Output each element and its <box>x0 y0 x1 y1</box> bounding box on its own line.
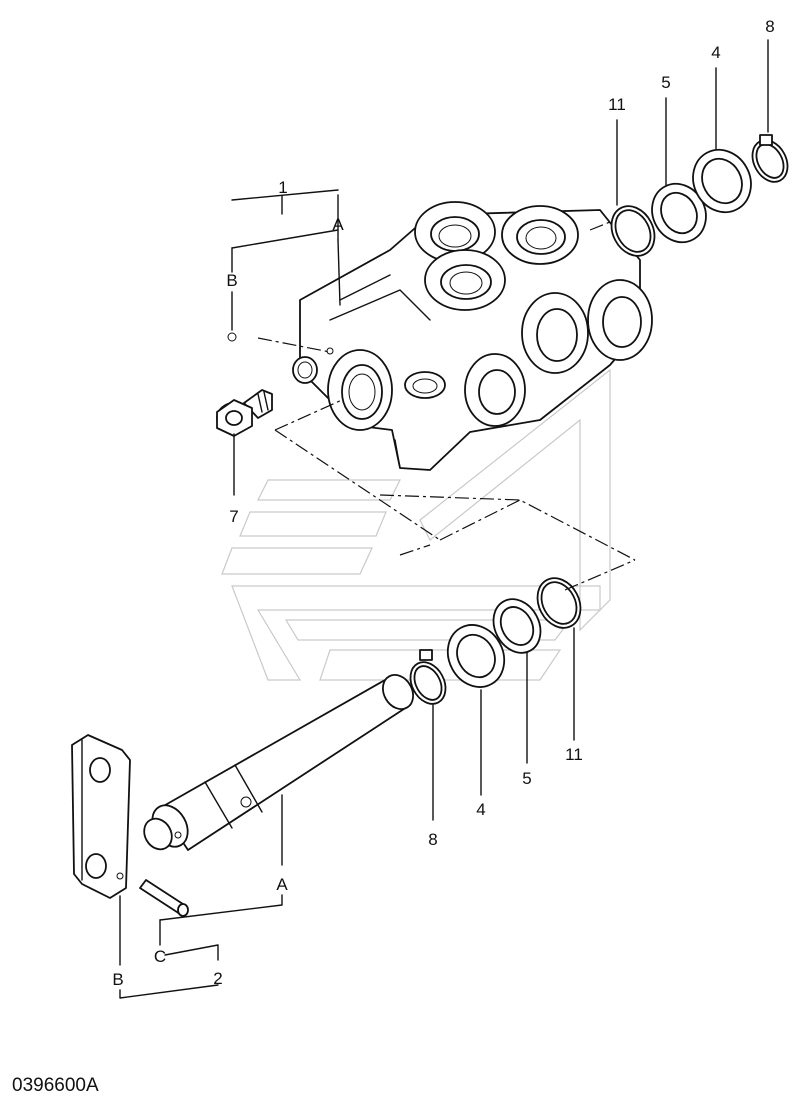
center-lines <box>257 221 636 591</box>
callout-labels: 1 A B 7 11 5 4 8 8 4 5 11 A C 2 B <box>112 17 774 989</box>
lower-seal-stack <box>409 577 582 705</box>
callout-ref-a-bottom: A <box>276 875 288 894</box>
callout-group-top: 1 <box>278 178 287 197</box>
callout-washer-bottom: 4 <box>476 800 485 819</box>
upper-seal-stack <box>610 134 789 257</box>
callout-group-bottom: 2 <box>213 969 222 988</box>
spool <box>143 674 414 851</box>
callout-ref-a-top: A <box>332 215 344 234</box>
callout-oring-top: 11 <box>608 95 626 114</box>
valve-body <box>292 201 653 471</box>
plug-7 <box>216 389 273 496</box>
leader-lines <box>119 39 769 999</box>
callout-oring-bottom: 11 <box>565 745 583 764</box>
callout-backup-ring-top: 5 <box>661 73 670 92</box>
drawing-number: 0396600A <box>12 1075 99 1096</box>
link-plate <box>71 734 131 899</box>
callout-ref-c: C <box>154 947 166 966</box>
callout-backup-ring-bottom: 5 <box>522 769 531 788</box>
callout-ref-b-top: B <box>226 271 237 290</box>
callout-ref-b-bottom: B <box>112 970 123 989</box>
callout-snap-ring-bottom: 8 <box>428 830 437 849</box>
callout-washer-top: 4 <box>711 43 720 62</box>
callout-plug: 7 <box>229 507 238 526</box>
callout-snap-ring-top: 8 <box>765 17 774 36</box>
pin <box>116 872 189 917</box>
